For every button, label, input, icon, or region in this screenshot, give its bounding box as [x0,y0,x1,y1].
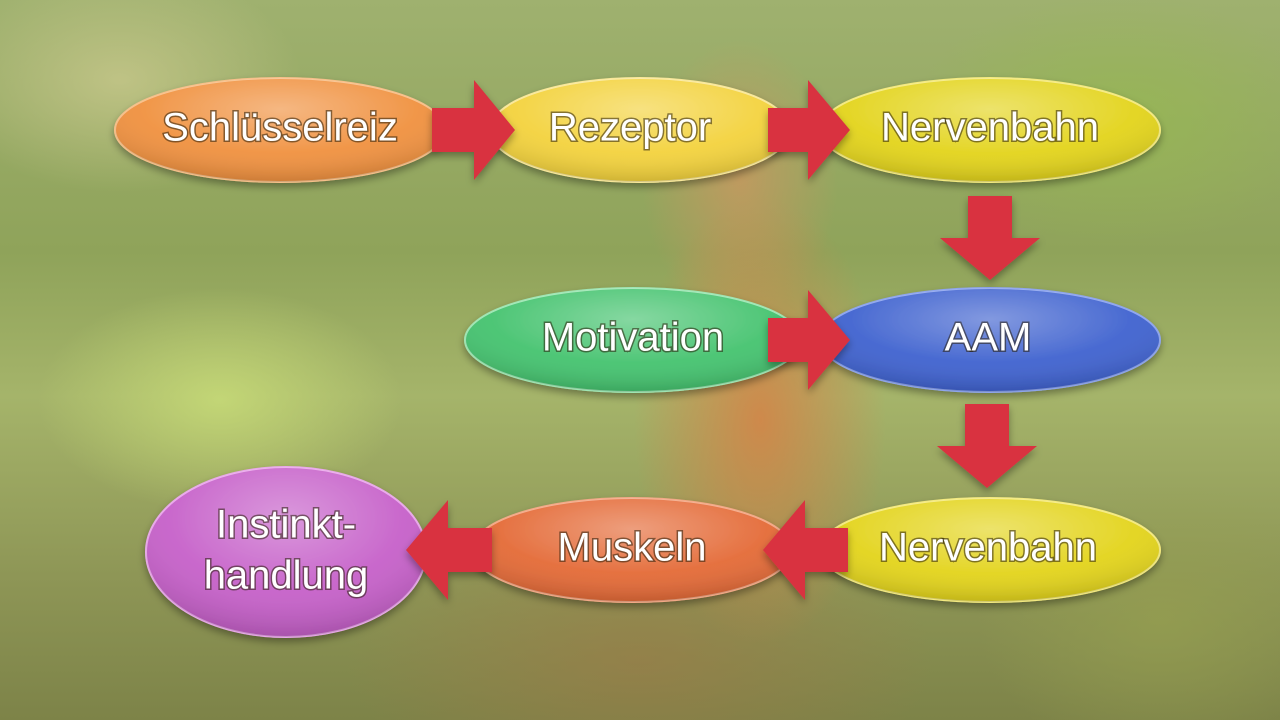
label-nervenbahn-1: Nervenbahn [881,106,1099,150]
label-aam: AAM [945,316,1032,360]
arrow-nervenbahn-to-aam [940,196,1040,280]
arrow-schluesselreiz-to-rezeptor [432,80,515,180]
node-gloss [146,467,426,637]
label-muskeln: Muskeln [558,526,707,570]
node-nervenbahn-1 [819,77,1161,183]
node-gloss [115,78,445,182]
arrow-rezeptor-to-nervenbahn [768,80,850,180]
node-rezeptor [489,77,791,183]
label-rezeptor: Rezeptor [549,106,711,150]
arrow-nervenbahn-to-muskeln [763,500,848,600]
label-schluesselreiz: Schlüsselreiz [162,106,398,150]
label-motivation: Motivation [542,316,724,360]
node-instinkthandlung [145,466,427,638]
arrow-muskeln-to-instinkthandlung [406,500,492,600]
node-gloss [465,288,801,392]
node-motivation [464,287,802,393]
node-gloss [820,78,1160,182]
node-gloss [820,288,1160,392]
label-nervenbahn-2: Nervenbahn [879,526,1097,570]
node-nervenbahn-2 [819,497,1161,603]
node-gloss [820,498,1160,602]
label-instinkthandlung-line1: Instinkt- [216,503,356,547]
node-muskeln [471,497,793,603]
arrow-aam-to-nervenbahn [937,404,1037,488]
arrow-motivation-to-aam [768,290,850,390]
node-gloss [490,78,790,182]
node-gloss [472,498,792,602]
label-instinkthandlung-line2: handlung [204,554,369,598]
node-aam [819,287,1161,393]
